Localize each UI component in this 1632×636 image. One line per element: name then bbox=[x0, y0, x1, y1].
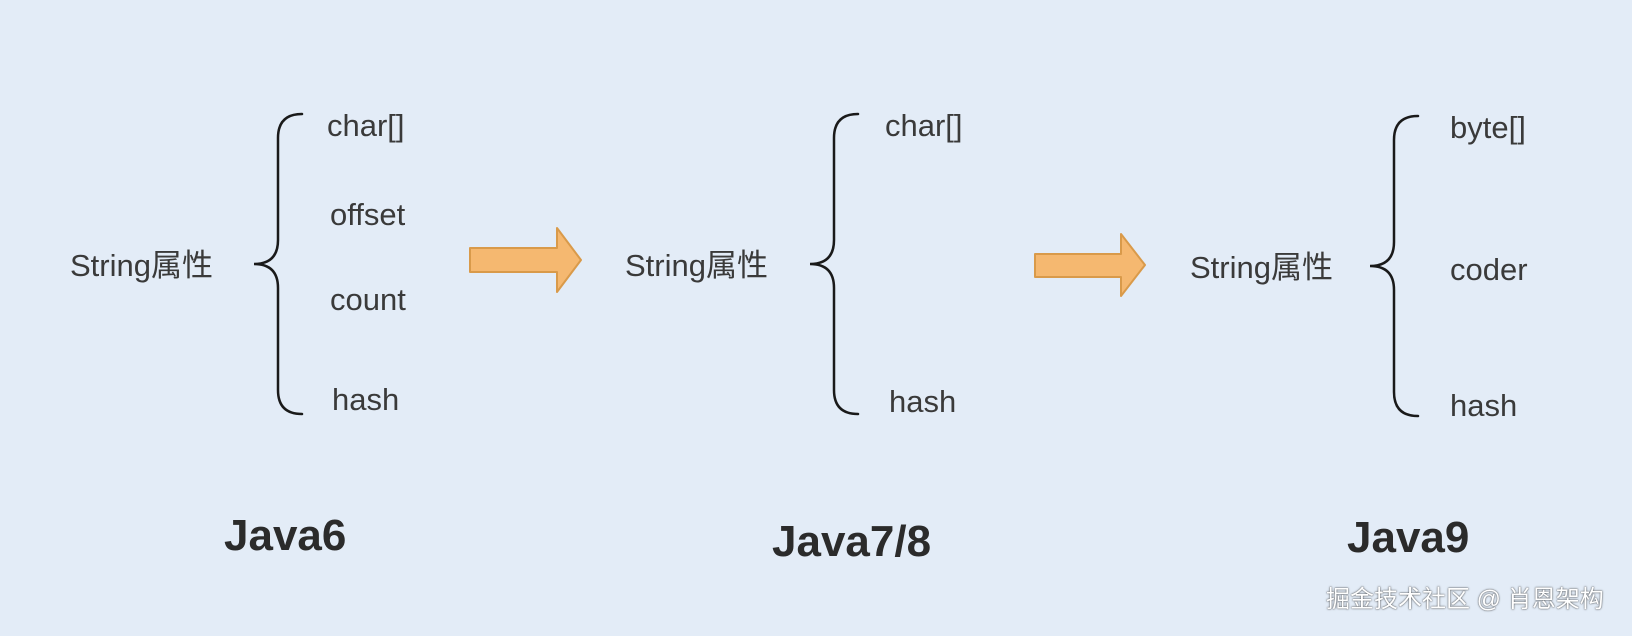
version-label-java6: Java6 bbox=[224, 511, 347, 560]
root-label-java6: String属性 bbox=[70, 248, 213, 283]
watermark-text: 掘金技术社区 @ 肖恩架构 bbox=[1326, 586, 1604, 613]
field-coder: coder bbox=[1450, 252, 1528, 287]
root-label-java78: String属性 bbox=[625, 248, 768, 283]
field-char-array: char[] bbox=[327, 108, 405, 143]
arrow-right-icon bbox=[469, 227, 582, 293]
brace-java78 bbox=[809, 112, 860, 416]
field-hash: hash bbox=[1450, 388, 1518, 423]
arrow-right-icon bbox=[1034, 233, 1146, 297]
version-label-java9: Java9 bbox=[1347, 513, 1470, 562]
root-label-java9: String属性 bbox=[1190, 250, 1333, 285]
field-offset: offset bbox=[330, 197, 406, 232]
version-label-java78: Java7/8 bbox=[772, 517, 932, 566]
brace-java9 bbox=[1369, 114, 1420, 418]
field-char-array: char[] bbox=[885, 108, 963, 143]
field-byte-array: byte[] bbox=[1450, 110, 1526, 145]
field-hash: hash bbox=[889, 384, 957, 419]
field-count: count bbox=[330, 282, 406, 317]
field-hash: hash bbox=[332, 382, 400, 417]
brace-java6 bbox=[253, 112, 304, 416]
